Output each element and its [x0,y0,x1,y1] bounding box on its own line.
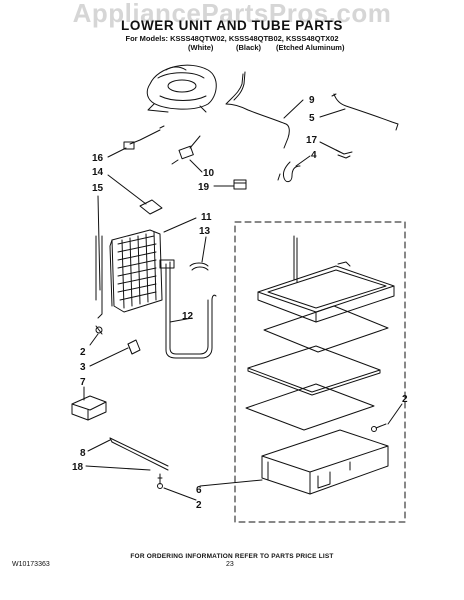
leader-5 [319,108,346,118]
callout-4: 4 [311,150,317,161]
relay-part-10 [171,135,201,165]
leader-8 [87,439,111,452]
condenser-part-15 [95,229,163,319]
callout-9: 9 [309,95,315,106]
panel-lower [245,383,375,431]
ordering-footer: FOR ORDERING INFORMATION REFER TO PARTS … [130,553,334,560]
compressor [146,64,217,113]
leader-10 [189,159,203,173]
callout-12: 12 [182,311,194,322]
tube-part-5 [331,93,399,131]
leader-3 [89,347,129,367]
drain-tube-part-4 [277,161,301,183]
watermark: AppliancePartsPros.com [72,0,392,28]
leader-11 [163,217,197,233]
models-line: For Models: KSSS48QTW02, KSSS48QTB02, KS… [125,34,339,43]
panel-upper [263,305,389,353]
leader-2-right [387,403,403,425]
leader-14 [107,174,147,205]
drain-pan-part-6 [261,429,389,495]
callout-7: 7 [80,377,86,388]
assembly-outline [234,221,406,523]
callout-8: 8 [80,448,86,459]
callout-5: 5 [309,113,315,124]
leader-9 [283,99,304,119]
screw-part-2-right [371,423,387,432]
panel-middle [247,345,381,396]
leader-17 [319,141,341,153]
leader-2-bottom [163,487,197,501]
callout-17: 17 [306,135,318,146]
variant-etched-aluminum: (Etched Aluminum) [276,43,345,52]
tube-part-9 [225,71,290,149]
leader-18 [85,465,151,471]
clamp-part-13 [189,262,209,271]
variant-white: (White) [188,43,214,52]
callout-15: 15 [92,183,104,194]
power-cord-part-16 [123,125,165,150]
page-number: 23 [226,561,234,568]
leader-6 [199,479,263,487]
page-title: LOWER UNIT AND TUBE PARTS [121,18,343,33]
callout-10: 10 [203,168,215,179]
top-tray [257,261,395,323]
leader-4 [295,155,311,167]
callout-6: 6 [196,485,202,496]
callout-2-bottom: 2 [196,500,202,511]
tube-part-12 [159,259,217,359]
leader-12 [169,317,193,323]
block-part-19 [233,179,247,190]
screw-part-2-bottom [157,473,163,489]
strip-part-8 [109,437,169,471]
callout-13: 13 [199,226,211,237]
screw-part-2-left [95,325,103,335]
leader-15 [97,195,101,291]
leader-16 [107,147,127,158]
callout-2-right: 2 [402,394,408,405]
callout-3: 3 [80,362,86,373]
leader-13 [201,236,207,263]
callout-11: 11 [201,212,212,223]
variant-black: (Black) [236,43,262,52]
callout-16: 16 [92,153,104,164]
leader-2-left [89,333,99,346]
document-number: W10173363 [12,561,50,568]
cover-part-7 [71,395,107,421]
callout-19: 19 [198,182,210,193]
label-part-14 [139,199,163,215]
callout-2-left: 2 [80,347,86,358]
callout-14: 14 [92,167,104,178]
bracket-part-3 [127,339,141,355]
callout-18: 18 [72,462,84,473]
